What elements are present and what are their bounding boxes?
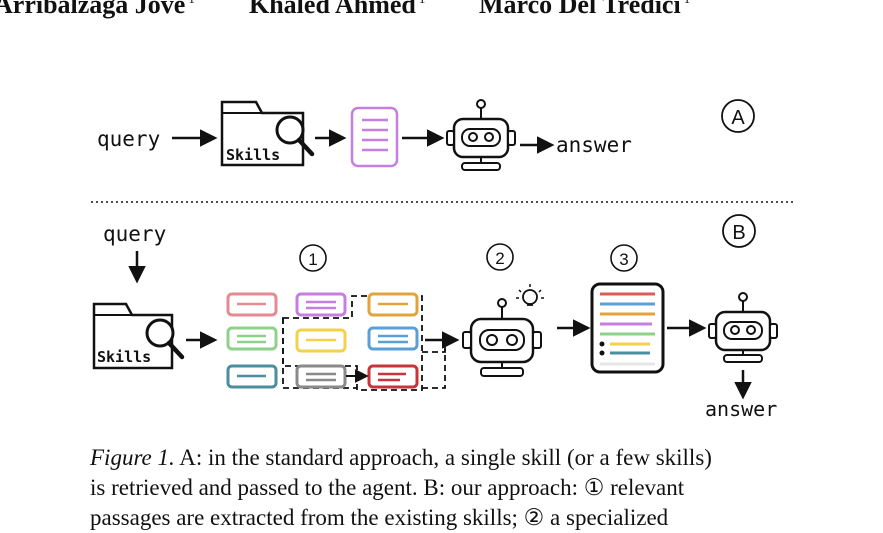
panel-b: query Skills 1 [92, 214, 778, 421]
author-line: Arribalzaga Jové1 Khaled Ahmed1 Marco De… [0, 0, 883, 30]
lightbulb-icon [516, 284, 544, 306]
composed-skill-document-icon [590, 282, 665, 374]
dashed-flow-top [422, 341, 446, 353]
passage-blue [367, 326, 419, 351]
passage-yellow [295, 328, 347, 353]
figure-caption: Figure 1. A: in the standard approach, a… [90, 443, 810, 533]
dashed-flow-bottom [422, 341, 446, 389]
author-2: Khaled Ahmed1 [249, 0, 425, 19]
caption-line-2: is retrieved and passed to the agent. B:… [90, 475, 685, 500]
passage-red [226, 292, 278, 317]
author-3: Marco Del Tredici1 [479, 0, 690, 19]
caption-figure-label: Figure 1. [90, 445, 175, 470]
panel-b-marker-circle [722, 214, 756, 248]
passage-green [226, 326, 278, 351]
panel-a-marker: A [731, 107, 745, 129]
passage-orange [367, 292, 419, 317]
magnifier-icon-b [145, 318, 185, 360]
panel-b-query-label: query [103, 222, 166, 246]
passage-grid [226, 292, 419, 389]
passage-purple [295, 292, 347, 317]
robot-agent-icon [446, 99, 516, 171]
panel-a: query Skills [97, 99, 755, 171]
final-agent-icon [708, 292, 778, 363]
document-icon [350, 106, 399, 168]
passage-darkred [367, 364, 419, 389]
step-1-marker: 1 [308, 250, 317, 269]
passage-teal [226, 364, 278, 389]
caption-line-1-text: A: in the standard approach, a single sk… [174, 445, 712, 470]
panel-a-query-label: query [97, 127, 160, 151]
step-1-marker-circle [299, 244, 327, 272]
panel-b-skills-label: Skills [97, 348, 151, 366]
caption-line-1: Figure 1. A: in the standard approach, a… [90, 443, 810, 473]
panel-b-answer-label: answer [705, 397, 777, 421]
step-2-marker-circle [486, 243, 514, 271]
specialized-agent-icon [462, 298, 542, 377]
skills-folder-icon-b: Skills [92, 302, 174, 370]
panel-a-marker-circle [721, 99, 755, 133]
step-3-marker-circle [610, 244, 638, 272]
magnifier-icon [275, 115, 315, 157]
caption-line-3: passages are extracted from the existing… [90, 505, 669, 530]
panel-a-skills-label: Skills [226, 146, 280, 164]
passage-gray [295, 364, 347, 389]
panel-a-answer-label: answer [556, 133, 632, 157]
step-2-marker: 2 [495, 249, 504, 268]
panel-b-marker: B [732, 222, 745, 244]
author-1: Arribalzaga Jové1 [0, 0, 195, 19]
selection-outline-bottom [282, 318, 357, 389]
figure-1-diagram: query Skills [91, 99, 793, 421]
step-3-marker: 3 [619, 250, 628, 269]
